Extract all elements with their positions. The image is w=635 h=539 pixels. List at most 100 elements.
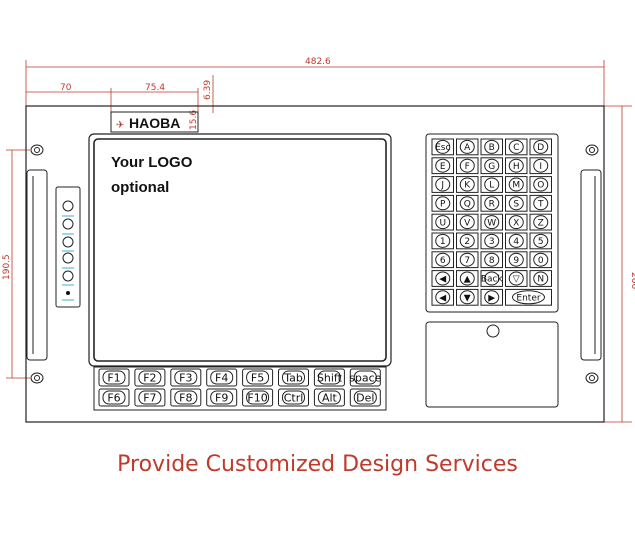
keypad-key-ring bbox=[508, 271, 524, 286]
keypad-key-ring bbox=[508, 215, 524, 230]
keypad-key-label: N bbox=[537, 275, 544, 285]
function-key[interactable] bbox=[349, 368, 381, 387]
keypad-key-ring bbox=[484, 196, 500, 211]
function-key-label: F1 bbox=[107, 372, 120, 385]
keypad-key-label: H bbox=[513, 162, 520, 172]
keypad-key-label: W bbox=[487, 218, 496, 228]
keypad-key-label: 7 bbox=[464, 256, 470, 266]
keypad-key-ring bbox=[435, 290, 451, 305]
function-key[interactable] bbox=[98, 368, 130, 387]
function-key[interactable] bbox=[242, 388, 274, 407]
function-key-ring bbox=[138, 370, 162, 385]
logo-mark-icon: ✈ bbox=[116, 120, 124, 131]
keypad-key-ring bbox=[459, 158, 475, 173]
function-key-ring bbox=[138, 390, 162, 405]
keypad-key-label: A bbox=[464, 143, 471, 153]
keypad-key-label: P bbox=[440, 200, 446, 210]
dim-logo-height: 15.6 bbox=[189, 110, 199, 130]
function-key-ring bbox=[282, 390, 305, 405]
keypad-key-label: S bbox=[513, 200, 519, 210]
function-key[interactable] bbox=[242, 368, 274, 387]
keypad-key-label: 4 bbox=[513, 237, 519, 247]
touchpad-screw bbox=[486, 324, 500, 338]
function-key[interactable] bbox=[278, 388, 309, 407]
keypad-key-label: G bbox=[488, 162, 495, 172]
keypad-key-label: O bbox=[537, 181, 544, 191]
keypad-key-ring bbox=[435, 177, 451, 192]
function-key-label: F4 bbox=[215, 372, 228, 385]
keypad-key-ring bbox=[435, 139, 451, 154]
keypad-key-ring bbox=[508, 177, 524, 192]
keypad-key-ring bbox=[435, 158, 451, 173]
screen-line-2: optional bbox=[111, 179, 170, 196]
function-key-label: F5 bbox=[251, 372, 264, 385]
keypad-key-label: 2 bbox=[464, 237, 470, 247]
dim-left-offset: 70 bbox=[60, 83, 72, 93]
keypad-key-label: 6 bbox=[440, 256, 446, 266]
keypad-key-label: L bbox=[489, 181, 494, 191]
keypad-key-label: I bbox=[539, 162, 542, 172]
keypad-key-ring bbox=[508, 139, 524, 154]
function-key[interactable] bbox=[170, 388, 202, 407]
keypad-key-label: U bbox=[439, 218, 446, 228]
function-key-ring bbox=[282, 370, 305, 385]
keypad-key[interactable] bbox=[505, 288, 552, 306]
function-key-label: F2 bbox=[143, 372, 156, 385]
keypad-key-label: T bbox=[537, 200, 544, 210]
led-indicators bbox=[55, 186, 81, 308]
keypad-key-label: 5 bbox=[538, 237, 544, 247]
dim-overall-width: 482.6 bbox=[305, 57, 331, 67]
keypad-key-ring bbox=[512, 290, 545, 305]
function-key-frame bbox=[93, 366, 387, 411]
keypad-key-label: Enter bbox=[516, 294, 540, 304]
panel-outline bbox=[25, 105, 605, 423]
keypad-key-ring bbox=[533, 215, 549, 230]
keypad-key-ring bbox=[533, 271, 549, 286]
function-key[interactable] bbox=[349, 388, 381, 407]
keypad-key-ring bbox=[484, 158, 500, 173]
function-key[interactable] bbox=[206, 368, 238, 387]
function-key-label: Tab bbox=[283, 372, 303, 385]
keypad-key-ring bbox=[484, 215, 500, 230]
function-key-ring bbox=[353, 370, 377, 385]
function-key[interactable] bbox=[170, 368, 202, 387]
function-key-label: Ctrl bbox=[284, 392, 304, 405]
keypad-key-label: ▼ bbox=[464, 294, 471, 304]
keypad-key-label: J bbox=[440, 181, 444, 191]
function-key-label: F10 bbox=[247, 392, 267, 405]
keypad-key-ring bbox=[435, 252, 451, 267]
keypad-key-label: ◀ bbox=[439, 275, 446, 285]
handles bbox=[26, 169, 602, 361]
keypad-key-ring bbox=[533, 158, 549, 173]
function-key[interactable] bbox=[278, 368, 309, 387]
function-key[interactable] bbox=[313, 368, 345, 387]
keypad-key-label: Back bbox=[481, 275, 504, 285]
function-key-ring bbox=[317, 390, 341, 405]
keypad-key-ring bbox=[459, 233, 475, 248]
function-key-ring bbox=[246, 390, 270, 405]
keypad-key-ring bbox=[459, 139, 475, 154]
screen-bezel bbox=[88, 133, 392, 367]
function-key[interactable] bbox=[313, 388, 345, 407]
keypad-key-label: 8 bbox=[489, 256, 495, 266]
keypad-key-label: Esc bbox=[435, 143, 450, 153]
function-key-ring bbox=[353, 390, 377, 405]
brand-logo: ✈ HAOBA bbox=[110, 111, 199, 133]
keypad-key-label: Q bbox=[464, 200, 471, 210]
keypad-key-label: X bbox=[513, 218, 519, 228]
function-key-label: F9 bbox=[215, 392, 228, 405]
function-key[interactable] bbox=[98, 388, 130, 407]
function-key-ring bbox=[246, 370, 270, 385]
function-key-label: Del bbox=[356, 392, 374, 405]
function-key[interactable] bbox=[206, 388, 238, 407]
keypad-key-ring bbox=[459, 271, 475, 286]
function-key[interactable] bbox=[134, 368, 166, 387]
screen-line-1: Your LOGO bbox=[111, 154, 193, 171]
keypad-key-ring bbox=[435, 233, 451, 248]
keypad-key-ring bbox=[484, 233, 500, 248]
keypad-key-ring bbox=[435, 271, 451, 286]
keypad-key-ring bbox=[484, 252, 500, 267]
keypad-key-ring bbox=[533, 196, 549, 211]
function-key[interactable] bbox=[134, 388, 166, 407]
keypad-key-label: ▶ bbox=[488, 294, 495, 304]
